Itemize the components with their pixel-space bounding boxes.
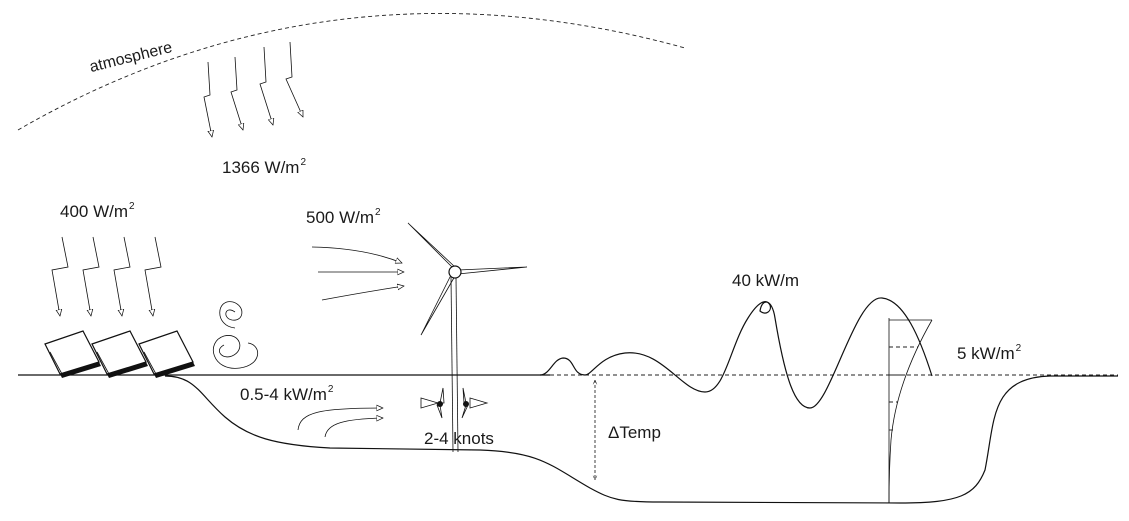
- solar-panel: [138, 330, 195, 378]
- solar-irradiance-top-label: 1366 W/m2: [222, 157, 307, 177]
- tidal-power-density-label: 5 kW/m2: [957, 343, 1022, 363]
- wind-turbine: [407, 222, 528, 453]
- wind-arrows: [311, 246, 404, 301]
- tidal-velocity-profile: [888, 318, 933, 504]
- solar-panel: [44, 330, 101, 378]
- tidal-turbines: [420, 387, 489, 419]
- current-speed-label: 2-4 knots: [424, 429, 494, 448]
- tidal-turbine: [420, 387, 445, 419]
- solar-radiation-arrows-ground: [51, 236, 162, 316]
- current-arrows: [297, 408, 383, 438]
- tidal-turbine: [461, 387, 489, 419]
- wind-swirl-icon: [213, 301, 258, 369]
- solar-radiation-arrows-top: [203, 41, 304, 137]
- wave-power-label: 40 kW/m: [732, 271, 800, 290]
- solar-panel: [91, 330, 148, 378]
- solar-irradiance-ground-label: 400 W/m2: [60, 201, 135, 221]
- ocean-waves: [539, 297, 933, 409]
- thermal-gradient-label: ΔTemp: [608, 423, 661, 442]
- ocean-current-power-label: 0.5-4 kW/m2: [240, 384, 334, 404]
- atmosphere-arc: [17, 13, 686, 131]
- wind-power-density-label: 500 W/m2: [306, 207, 381, 227]
- seabed-profile: [164, 375, 1118, 504]
- solar-panels: [44, 330, 195, 378]
